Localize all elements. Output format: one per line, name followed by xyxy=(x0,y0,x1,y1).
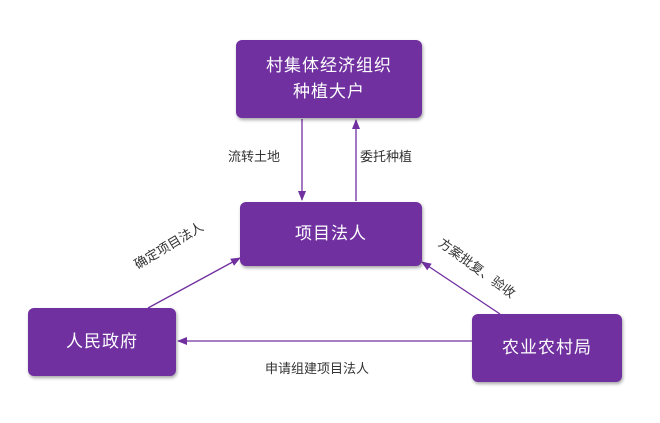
node-project-label: 项目法人 xyxy=(295,224,367,244)
edge-label-apply: 申请组建项目法人 xyxy=(265,362,370,377)
edge-label-transfer-land: 流转土地 xyxy=(228,150,281,165)
node-government-label: 人民政府 xyxy=(66,332,138,352)
node-project-legal-person: 项目法人 xyxy=(240,202,422,266)
node-cooperative-line1: 村集体经济组织 xyxy=(266,56,392,76)
node-agriculture-bureau: 农业农村局 xyxy=(472,314,622,382)
edge-determine xyxy=(147,257,241,309)
node-cooperative-line2: 种植大户 xyxy=(293,82,365,102)
edge-label-entrust-plant: 委托种植 xyxy=(360,150,413,165)
edge-approve xyxy=(421,261,501,315)
node-cooperative: 村集体经济组织 种植大户 xyxy=(236,40,422,118)
node-government: 人民政府 xyxy=(28,308,176,376)
node-agriculture-label: 农业农村局 xyxy=(502,338,592,358)
